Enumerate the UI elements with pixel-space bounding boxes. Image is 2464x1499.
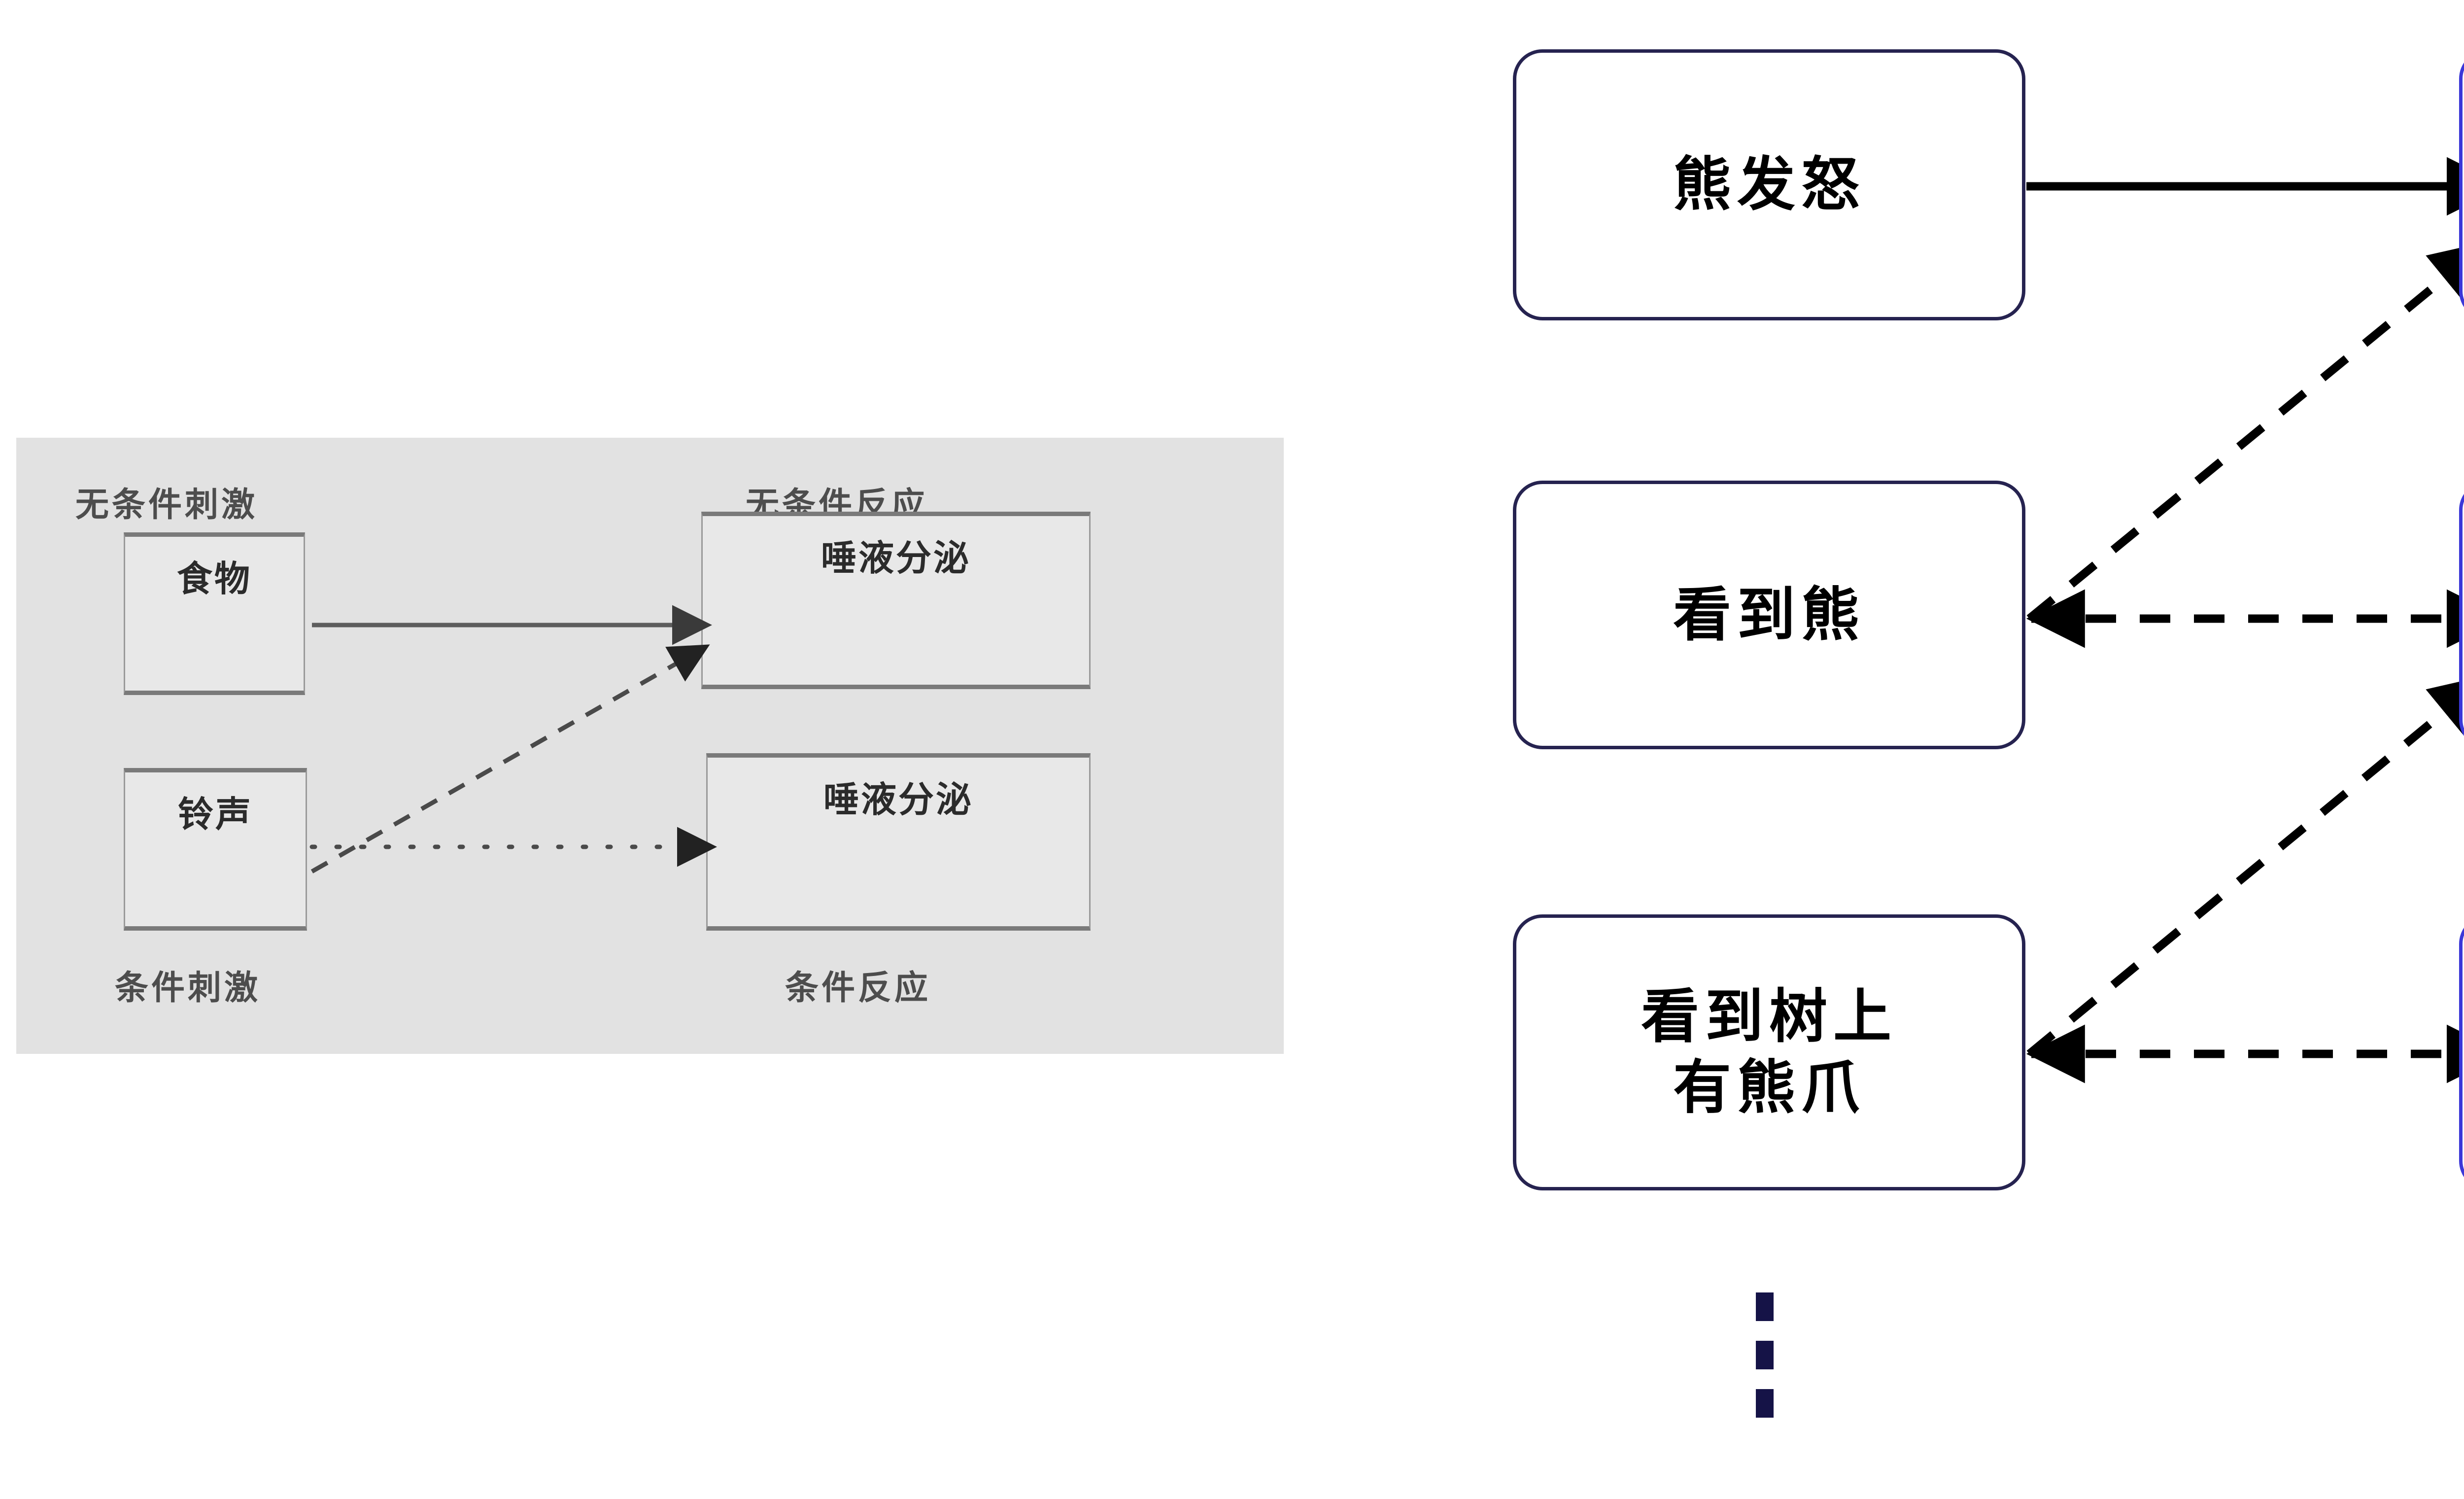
cc-box-food-label: 食物 — [176, 558, 252, 599]
cc-box-salivation-bottom: 唾液分泌 — [706, 753, 1091, 931]
box-value-s[interactable]: V(s) — [2459, 914, 2464, 1190]
ellipsis-left-column — [1756, 1292, 1774, 1418]
label-unconditioned-stimulus: 无条件刺激 — [75, 486, 258, 524]
box-see-bear[interactable]: 看到熊 — [1513, 481, 2025, 749]
ellipsis-dot — [1756, 1341, 1774, 1369]
box-bear-angry[interactable]: 熊发怒 — [1513, 49, 2025, 320]
cc-box-food: 食物 — [124, 532, 305, 695]
box-value-s-prime[interactable]: V(s′) — [2459, 481, 2464, 749]
box-claw-on-tree-label: 看到树上 有熊爪 — [1641, 981, 1897, 1123]
box-claw-line2: 有熊爪 — [1673, 1053, 1865, 1121]
cc-arrows — [309, 605, 717, 873]
classical-conditioning-panel: 无条件刺激 无条件反应 条件刺激 条件反应 食物 铃声 唾液分泌 唾液分泌 — [16, 438, 1284, 1054]
cc-box-salivation-bottom-label: 唾液分泌 — [823, 779, 973, 820]
box-reward[interactable]: 奖励 — [2459, 49, 2464, 320]
box-bear-angry-label: 熊发怒 — [1673, 150, 1865, 219]
arrow-see-bear-to-reward — [2026, 241, 2464, 622]
cc-box-bell-label: 铃声 — [177, 794, 253, 835]
cc-box-salivation-top-label: 唾液分泌 — [821, 537, 971, 579]
label-conditioned-response: 条件反应 — [785, 969, 931, 1008]
cc-box-bell: 铃声 — [124, 768, 307, 931]
cc-box-salivation-top: 唾液分泌 — [701, 512, 1091, 689]
box-see-bear-label: 看到熊 — [1673, 580, 1865, 649]
arrow-claw-to-v-s-prime — [2026, 674, 2464, 1057]
arrow-bell-to-salivation-diagonal — [310, 644, 710, 873]
label-conditioned-stimulus: 条件刺激 — [115, 969, 261, 1008]
box-claw-on-tree[interactable]: 看到树上 有熊爪 — [1513, 914, 2025, 1190]
ellipsis-dot — [1756, 1389, 1774, 1418]
ellipsis-dot — [1756, 1292, 1774, 1321]
box-claw-line1: 看到树上 — [1641, 982, 1897, 1051]
